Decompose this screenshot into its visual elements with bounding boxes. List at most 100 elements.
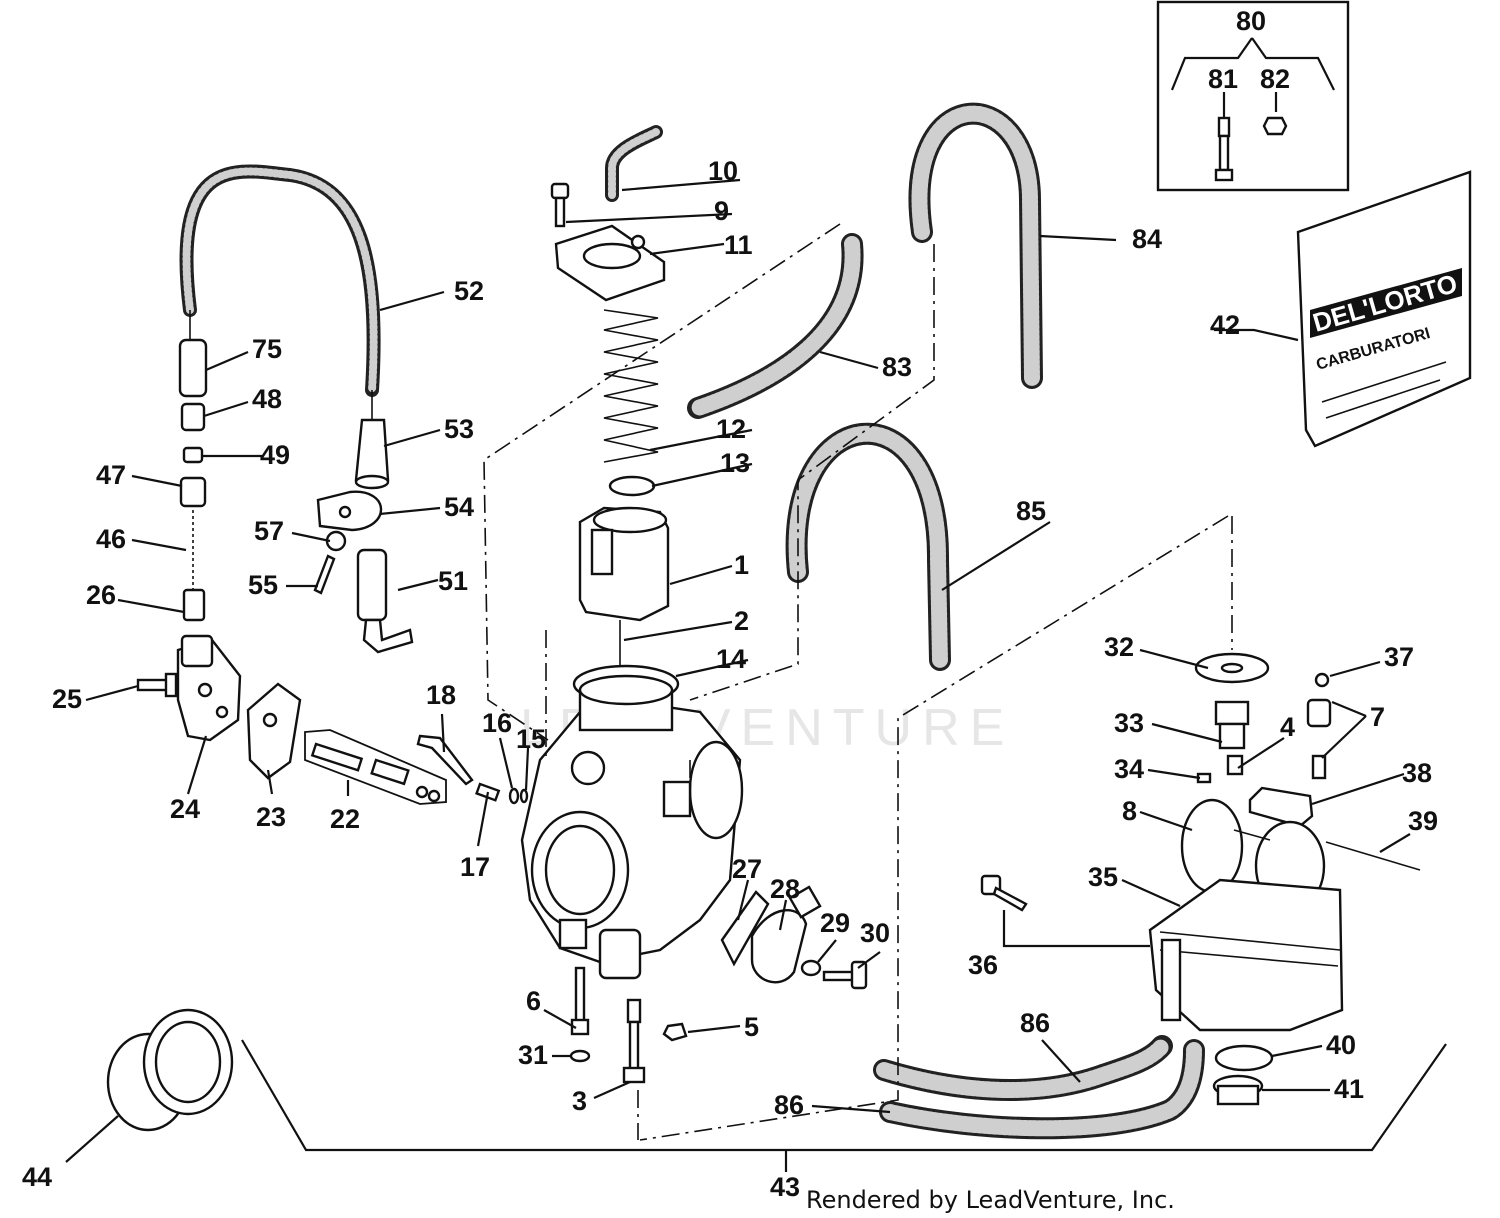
gasket-23-icon <box>246 682 302 780</box>
valve-seat-33-icon <box>1214 700 1250 750</box>
float-bowl-35 <box>1148 878 1344 1032</box>
pin-39-icon <box>1325 841 1421 871</box>
jet-4-icon <box>1226 754 1244 776</box>
throttle-cable-52 <box>179 164 381 420</box>
washer-37-icon <box>1314 672 1330 688</box>
callout-18: 18 <box>426 680 456 710</box>
callout-41: 41 <box>1334 1074 1364 1104</box>
hose-83 <box>687 233 864 419</box>
cap-11-icon <box>554 224 666 302</box>
callout-54: 54 <box>444 492 474 522</box>
callout-9: 9 <box>714 196 729 226</box>
callout-38: 38 <box>1402 758 1432 788</box>
callout-labels: 80 81 82 10 9 11 52 84 83 42 75 48 49 47… <box>22 6 1438 1202</box>
callout-24: 24 <box>170 794 200 824</box>
callout-25: 25 <box>52 684 82 714</box>
callout-16: 16 <box>482 708 512 738</box>
callout-12: 12 <box>716 414 746 444</box>
cable-fittings-stack <box>178 338 208 622</box>
jet-5-icon <box>662 1022 688 1042</box>
cable-boot-53 <box>354 418 390 490</box>
callout-49: 49 <box>260 440 290 470</box>
callout-11: 11 <box>724 230 753 260</box>
leader-lines <box>65 178 1411 1163</box>
callout-29: 29 <box>820 908 850 938</box>
callout-44: 44 <box>22 1162 52 1192</box>
callout-8: 8 <box>1122 796 1137 826</box>
cover-28-icon <box>750 885 822 984</box>
callout-57: 57 <box>254 516 284 546</box>
choke-body-24 <box>176 634 242 742</box>
callout-83: 83 <box>882 352 912 382</box>
jet-3-icon <box>622 998 646 1084</box>
callout-42: 42 <box>1210 310 1240 340</box>
callout-75: 75 <box>252 334 282 364</box>
callout-5: 5 <box>744 1012 759 1042</box>
callout-17: 17 <box>460 852 490 882</box>
screw-25-icon <box>136 672 178 698</box>
washer-29-icon <box>800 959 822 977</box>
callout-34: 34 <box>1114 754 1144 784</box>
callout-6: 6 <box>526 986 541 1016</box>
fitting-47-icon <box>179 476 207 508</box>
drain-plug-41-icon <box>1212 1074 1264 1106</box>
callout-13: 13 <box>720 448 750 478</box>
jet-81-icon <box>1214 116 1234 182</box>
jet-6-icon <box>570 966 590 1036</box>
intake-boot-44 <box>106 1008 234 1132</box>
callout-86-upper: 86 <box>1020 1008 1050 1038</box>
callout-36: 36 <box>968 950 998 980</box>
callout-2: 2 <box>734 606 749 636</box>
callout-51: 51 <box>438 566 468 596</box>
callout-26: 26 <box>86 580 116 610</box>
screw-30-icon <box>822 960 868 990</box>
idle-screw-set-22 <box>304 729 447 805</box>
callout-85: 85 <box>1016 496 1046 526</box>
oring-15-icon <box>519 788 529 804</box>
hose-86-lower <box>879 1039 1205 1140</box>
screw-9-icon <box>550 182 570 228</box>
parts-package-42: DEL'LORTO CARBURATORI <box>1296 170 1472 448</box>
callout-53: 53 <box>444 414 474 444</box>
throttle-slide-1 <box>578 506 670 622</box>
washer-31-icon <box>569 1049 591 1063</box>
gasket-40-icon <box>1214 1044 1274 1072</box>
callout-82: 82 <box>1260 64 1290 94</box>
callout-39: 39 <box>1408 806 1438 836</box>
spring-12-icon <box>603 309 659 463</box>
callout-14: 14 <box>716 644 746 674</box>
callout-3: 3 <box>572 1086 587 1116</box>
nut-82-icon <box>1262 116 1288 136</box>
callout-27: 27 <box>732 854 762 884</box>
callout-4: 4 <box>1280 712 1295 742</box>
callout-46: 46 <box>96 524 126 554</box>
callout-23: 23 <box>256 802 286 832</box>
callout-30: 30 <box>860 918 890 948</box>
hose-84 <box>908 102 1043 389</box>
callout-37: 37 <box>1384 642 1414 672</box>
callout-15: 15 <box>516 724 546 754</box>
callout-48: 48 <box>252 384 282 414</box>
callout-81: 81 <box>1208 64 1238 94</box>
choke-plunger-51 <box>356 548 414 654</box>
callout-40: 40 <box>1326 1030 1356 1060</box>
adjuster-48-icon <box>180 402 206 432</box>
callout-1: 1 <box>734 550 749 580</box>
callout-22: 22 <box>330 804 360 834</box>
needle-18-icon <box>416 734 474 786</box>
float-pin-38-icon <box>1248 786 1314 828</box>
carburetor-body <box>520 664 744 980</box>
vent-tube-10 <box>605 125 663 202</box>
callout-28: 28 <box>770 874 800 904</box>
callout-47: 47 <box>96 460 126 490</box>
cable-end-75-icon <box>178 338 208 398</box>
diaphragm-27-icon <box>720 890 770 967</box>
nut-49-icon <box>182 446 204 464</box>
screw-36-icon <box>980 874 1028 912</box>
callout-52: 52 <box>454 276 484 306</box>
callout-55: 55 <box>248 570 278 600</box>
hose-85 <box>785 422 951 671</box>
callout-32: 32 <box>1104 632 1134 662</box>
callout-33: 33 <box>1114 708 1144 738</box>
